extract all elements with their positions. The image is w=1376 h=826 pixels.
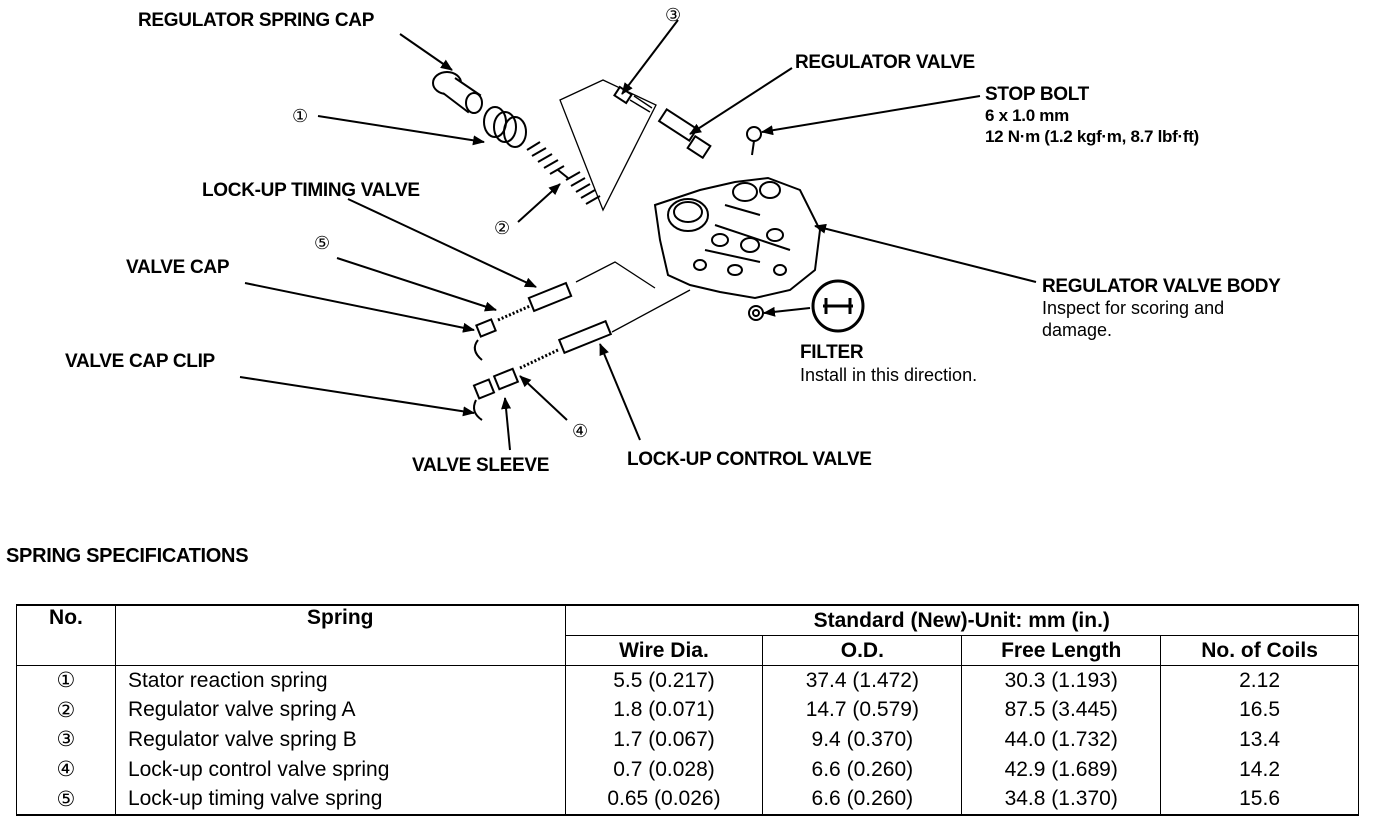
label-regulator-valve-body: REGULATOR VALVE BODY <box>1042 276 1281 297</box>
label-regulator-spring-cap: REGULATOR SPRING CAP <box>138 10 375 31</box>
cell-coils: 13.4 <box>1160 725 1359 755</box>
table-row: ④ Lock-up control valve spring 0.7 (0.02… <box>16 754 1359 785</box>
header-free-length: Free Length <box>961 635 1162 666</box>
stator-reaction-spring-part <box>483 106 527 148</box>
label-regulator-valve-body-note-2: damage. <box>1042 320 1113 340</box>
label-stop-bolt-torque: 12 N·m (1.2 kgf·m, 8.7 lbf·ft) <box>985 127 1199 146</box>
cell-od: 9.4 (0.370) <box>762 725 963 755</box>
cell-no: ⑤ <box>16 784 116 816</box>
cell-wire-dia: 0.65 (0.026) <box>564 784 764 816</box>
cell-spring: Lock-up control valve spring <box>114 754 566 785</box>
cell-coils: 14.2 <box>1160 754 1359 785</box>
header-coils: No. of Coils <box>1160 635 1359 666</box>
label-regulator-valve-body-note-1: Inspect for scoring and <box>1042 298 1225 318</box>
cell-wire-dia: 1.8 (0.071) <box>564 695 764 726</box>
label-valve-sleeve: VALVE SLEEVE <box>412 455 550 476</box>
regulator-valve-part <box>613 85 712 160</box>
exploded-diagram <box>239 19 1037 451</box>
stop-bolt-part <box>746 126 762 156</box>
cell-spring: Lock-up timing valve spring <box>114 784 566 816</box>
cell-spring: Regulator valve spring A <box>114 695 566 726</box>
cell-no: ① <box>16 665 116 696</box>
header-no: No. <box>16 604 116 666</box>
label-valve-cap-clip: VALVE CAP CLIP <box>65 351 215 372</box>
lock-up-control-valve-part <box>472 319 613 421</box>
callout-1: ① <box>292 106 309 126</box>
label-stop-bolt-size: 6 x 1.0 mm <box>985 106 1069 125</box>
label-valve-cap: VALVE CAP <box>126 257 230 278</box>
table-header-row: No. Spring Standard (New)-Unit: mm (in.) <box>16 604 1360 666</box>
table-row: ③ Regulator valve spring B 1.7 (0.067) 9… <box>16 725 1359 755</box>
header-spring: Spring <box>114 604 566 666</box>
table-row: ① Stator reaction spring 5.5 (0.217) 37.… <box>16 665 1359 696</box>
callout-4: ④ <box>572 421 589 441</box>
cell-wire-dia: 1.7 (0.067) <box>564 725 764 755</box>
cell-coils: 15.6 <box>1160 784 1359 816</box>
section-title: SPRING SPECIFICATIONS <box>6 545 249 567</box>
cell-od: 6.6 (0.260) <box>762 784 963 816</box>
label-filter: FILTER <box>800 342 864 363</box>
cell-no: ④ <box>16 754 116 785</box>
header-wire-dia: Wire Dia. <box>564 635 764 666</box>
cell-free-length: 42.9 (1.689) <box>961 754 1162 785</box>
cell-od: 37.4 (1.472) <box>762 665 963 696</box>
cell-free-length: 30.3 (1.193) <box>961 665 1162 696</box>
table-subheader-row: Wire Dia. O.D. Free Length No. of Coils <box>17 635 1359 666</box>
cell-no: ② <box>16 695 116 726</box>
table-row: ② Regulator valve spring A 1.8 (0.071) 1… <box>16 695 1359 726</box>
cell-wire-dia: 5.5 (0.217) <box>564 665 764 696</box>
spring-spec-table: No. Spring Standard (New)-Unit: mm (in.)… <box>16 604 1360 816</box>
regulator-spring-cap-part <box>432 71 483 114</box>
label-filter-note: Install in this direction. <box>800 365 978 385</box>
header-standard: Standard (New)-Unit: mm (in.) <box>564 604 1360 636</box>
cell-free-length: 34.8 (1.370) <box>961 784 1162 816</box>
cell-free-length: 87.5 (3.445) <box>961 695 1162 726</box>
lock-up-timing-valve-part <box>473 281 573 361</box>
label-regulator-valve: REGULATOR VALVE <box>795 52 975 73</box>
cell-spring: Regulator valve spring B <box>114 725 566 755</box>
regulator-valve-body-part <box>653 176 822 300</box>
label-stop-bolt: STOP BOLT <box>985 84 1089 105</box>
callout-3: ③ <box>665 5 682 25</box>
callout-2: ② <box>494 218 511 238</box>
filter-part <box>748 279 865 333</box>
cell-wire-dia: 0.7 (0.028) <box>564 754 764 785</box>
cell-free-length: 44.0 (1.732) <box>961 725 1162 755</box>
cell-coils: 16.5 <box>1160 695 1359 726</box>
cell-od: 14.7 (0.579) <box>762 695 963 726</box>
cell-no: ③ <box>16 725 116 755</box>
callout-5: ⑤ <box>314 233 331 253</box>
label-lock-up-control-valve: LOCK-UP CONTROL VALVE <box>627 449 872 470</box>
cell-spring: Stator reaction spring <box>114 665 566 696</box>
header-od: O.D. <box>762 635 963 666</box>
cell-od: 6.6 (0.260) <box>762 754 963 785</box>
regulator-valve-spring-a-part <box>526 141 601 205</box>
label-lock-up-timing-valve: LOCK-UP TIMING VALVE <box>202 180 420 201</box>
cell-coils: 2.12 <box>1160 665 1359 696</box>
table-row: ⑤ Lock-up timing valve spring 0.65 (0.02… <box>16 784 1359 816</box>
